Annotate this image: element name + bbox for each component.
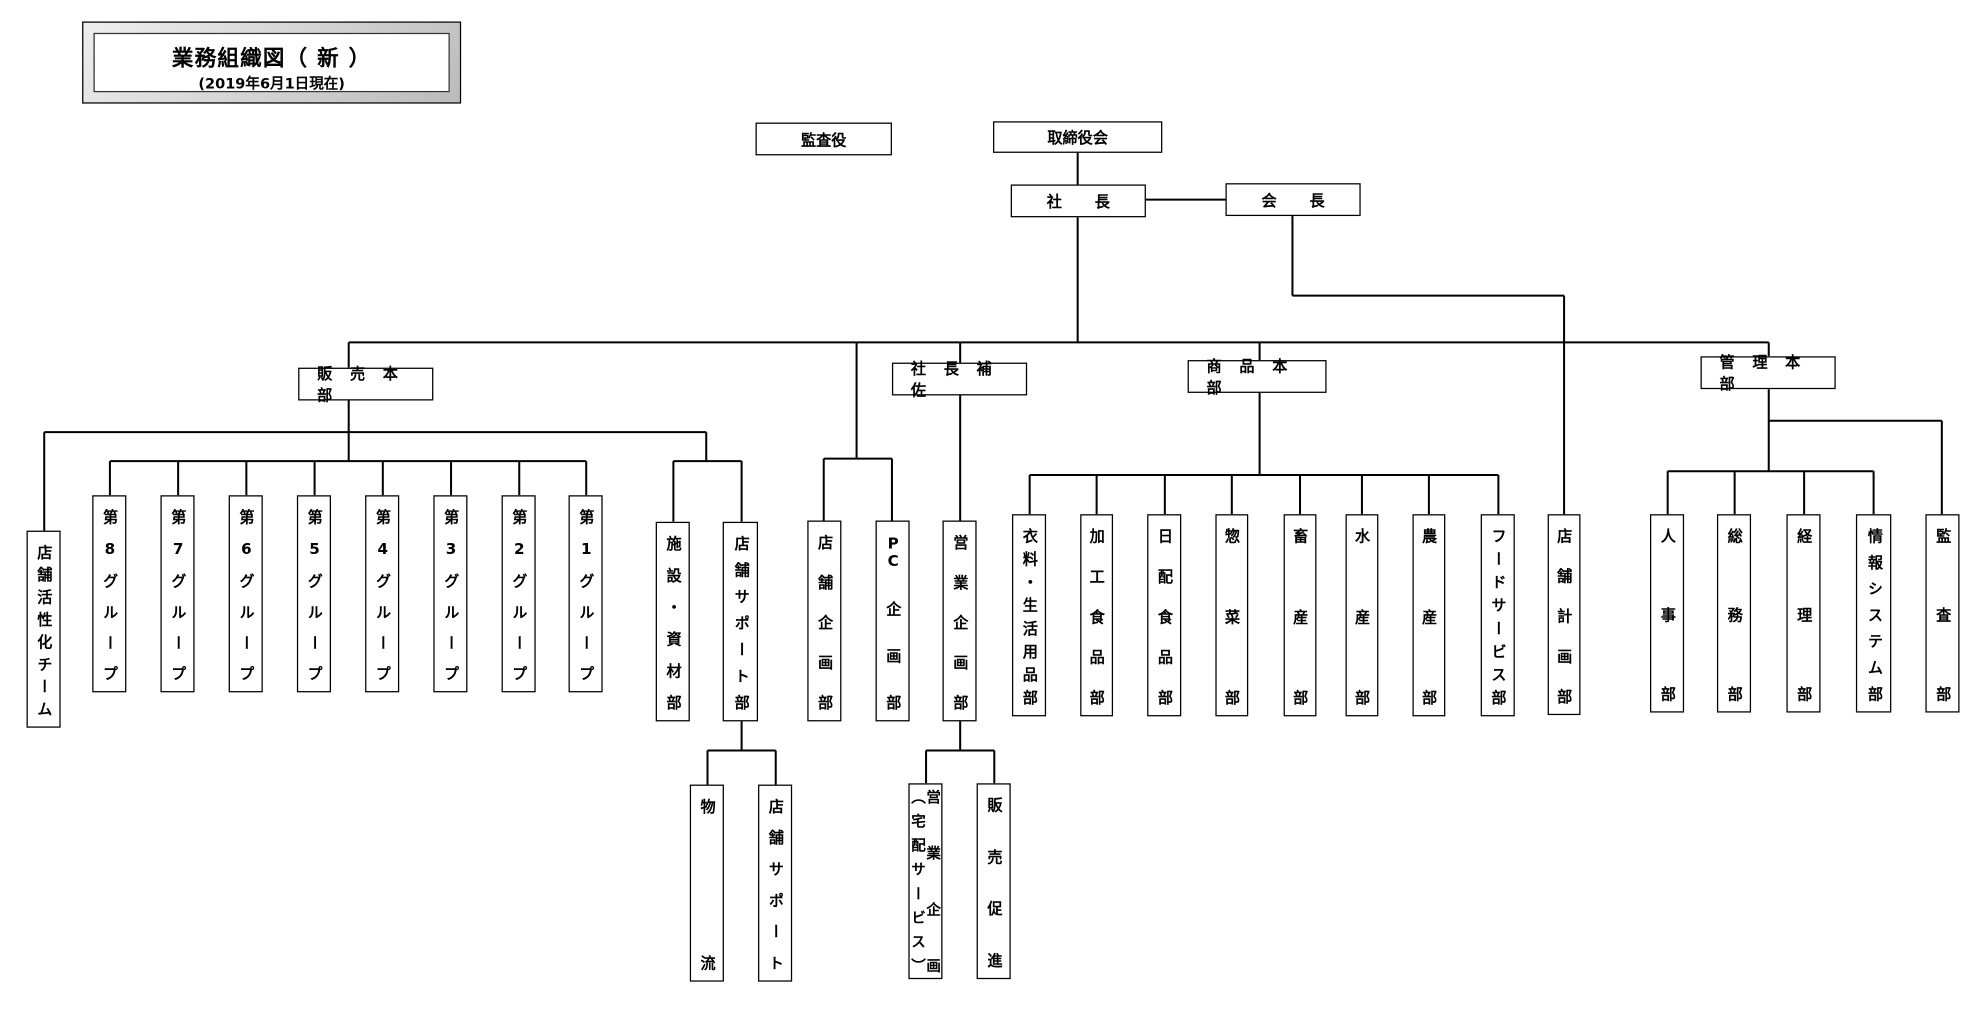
box-seafood: 水産部 xyxy=(1345,514,1379,717)
box-daily-food: 日配食品部 xyxy=(1147,514,1182,717)
box-logistics: 物流 xyxy=(689,784,724,982)
box-produce: 農産部 xyxy=(1412,514,1446,717)
box-group-5: 第5グループ xyxy=(296,495,332,693)
box-admin-division: 管理本部 xyxy=(1700,354,1836,393)
box-business-planning: 営業企画部 xyxy=(942,520,977,722)
box-merchandise-division: 商品本部 xyxy=(1187,358,1327,397)
title-plate: 業務組織図（ 新 ） (2019年6月1日現在) xyxy=(82,21,462,104)
box-board: 取締役会 xyxy=(993,121,1163,153)
box-group-1: 第1グループ xyxy=(568,495,603,693)
box-internal-audit: 監査部 xyxy=(1925,514,1960,713)
box-group-3: 第3グループ xyxy=(433,495,468,693)
chart-date: (2019年6月1日現在) xyxy=(198,74,345,93)
box-president-assistant: 社長補佐 xyxy=(891,360,1028,399)
box-president: 社長 xyxy=(1010,184,1146,218)
box-auditor: 監査役 xyxy=(755,122,892,156)
box-livestock: 畜産部 xyxy=(1283,514,1317,717)
box-sales-division: 販売本部 xyxy=(298,365,434,404)
chart-title: 業務組織図（ 新 ） xyxy=(171,46,372,73)
box-chairman: 会長 xyxy=(1225,183,1361,217)
box-group-2: 第2グループ xyxy=(501,495,536,693)
box-sales-promotion: 販売促進 xyxy=(976,783,1011,980)
box-store-support-dept: 店舗サポート部 xyxy=(722,521,759,722)
box-processed-food: 加工食品部 xyxy=(1080,514,1114,717)
box-facilities: 施設・資材部 xyxy=(655,521,690,722)
box-general-affairs: 総務部 xyxy=(1716,514,1752,713)
box-food-service: フードサービス部 xyxy=(1480,514,1515,717)
box-apparel-household: 衣料・生活用品部 xyxy=(1011,514,1047,717)
box-deli: 惣菜部 xyxy=(1215,514,1249,717)
box-pc-planning: PC企画部 xyxy=(875,520,910,722)
box-group-4: 第4グループ xyxy=(365,495,400,693)
box-information-systems: 情報システム部 xyxy=(1855,514,1892,713)
box-group-8: 第8グループ xyxy=(92,495,127,693)
box-hr: 人事部 xyxy=(1649,514,1685,713)
box-store-revitalization-team: 店舗活性化チーム xyxy=(26,530,61,728)
box-accounting: 経理部 xyxy=(1786,514,1821,713)
box-business-planning-delivery: 営業企画 （宅配サービス） xyxy=(908,783,943,980)
box-group-7: 第7グループ xyxy=(160,495,195,693)
box-store-support: 店舗サポート xyxy=(758,784,793,982)
box-group-6: 第6グループ xyxy=(228,495,263,693)
box-store-planning: 店舗企画部 xyxy=(807,520,842,722)
box-store-design: 店舗計画部 xyxy=(1547,514,1581,716)
